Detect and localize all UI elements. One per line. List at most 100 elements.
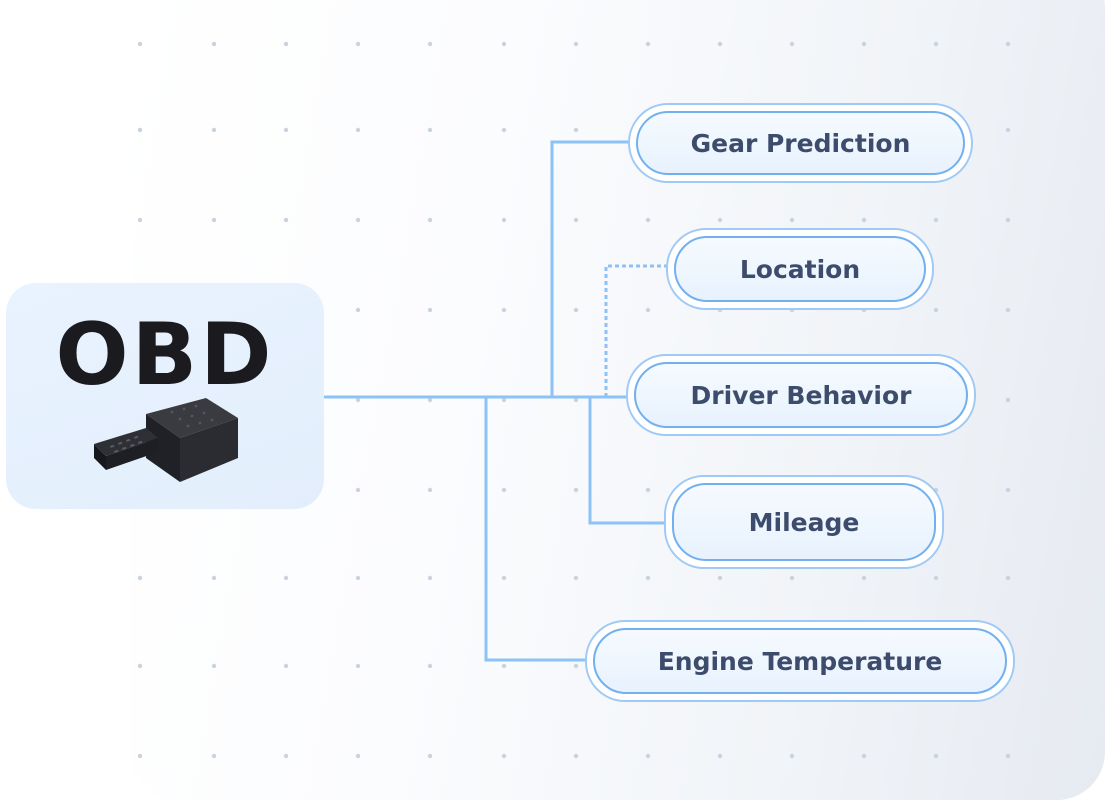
grid-dot bbox=[789, 753, 795, 759]
grid-dot bbox=[933, 217, 939, 223]
grid-dot bbox=[355, 41, 361, 47]
grid-dot bbox=[861, 41, 867, 47]
grid-dot bbox=[355, 663, 361, 669]
grid-dot bbox=[573, 575, 579, 581]
grid-dot bbox=[283, 41, 289, 47]
connector-location bbox=[604, 264, 668, 397]
grid-dot bbox=[427, 487, 433, 493]
output-label: Mileage bbox=[672, 483, 936, 561]
grid-dot bbox=[789, 41, 795, 47]
grid-dot bbox=[645, 487, 651, 493]
grid-dot bbox=[789, 575, 795, 581]
grid-dot bbox=[283, 127, 289, 133]
grid-dot bbox=[355, 307, 361, 313]
grid-dot bbox=[933, 307, 939, 313]
grid-dot bbox=[501, 41, 507, 47]
grid-dot bbox=[1005, 753, 1011, 759]
grid-dot bbox=[717, 217, 723, 223]
grid-dot bbox=[1005, 127, 1011, 133]
grid-dot bbox=[355, 127, 361, 133]
grid-dot bbox=[861, 575, 867, 581]
grid-dot bbox=[1005, 397, 1011, 403]
grid-dot bbox=[211, 217, 217, 223]
grid-dot bbox=[933, 575, 939, 581]
grid-dot bbox=[501, 307, 507, 313]
grid-dot bbox=[211, 127, 217, 133]
obd-title: OBD bbox=[55, 305, 275, 405]
output-label: Driver Behavior bbox=[634, 362, 968, 428]
output-mileage: Mileage bbox=[664, 475, 944, 569]
grid-dot bbox=[573, 487, 579, 493]
grid-dot bbox=[1005, 575, 1011, 581]
grid-dot bbox=[137, 127, 143, 133]
grid-dot bbox=[501, 217, 507, 223]
grid-dot bbox=[717, 753, 723, 759]
grid-dot bbox=[283, 663, 289, 669]
grid-dot bbox=[501, 397, 507, 403]
grid-dot bbox=[283, 753, 289, 759]
connector-mileage bbox=[588, 397, 666, 525]
grid-dot bbox=[573, 753, 579, 759]
grid-dot bbox=[283, 575, 289, 581]
grid-dot bbox=[861, 217, 867, 223]
output-label: Engine Temperature bbox=[593, 628, 1007, 694]
output-driver-behavior: Driver Behavior bbox=[626, 354, 976, 436]
connector-engine-temperature bbox=[484, 397, 587, 662]
obd-dongle-icon bbox=[94, 398, 238, 482]
output-location: Location bbox=[666, 228, 934, 310]
grid-dot bbox=[717, 575, 723, 581]
grid-dot bbox=[933, 41, 939, 47]
grid-dot bbox=[427, 575, 433, 581]
grid-dot bbox=[355, 753, 361, 759]
output-engine-temperature: Engine Temperature bbox=[585, 620, 1015, 702]
grid-dot bbox=[1005, 307, 1011, 313]
grid-dot bbox=[427, 127, 433, 133]
grid-dot bbox=[211, 753, 217, 759]
grid-dot bbox=[137, 217, 143, 223]
grid-dot bbox=[645, 575, 651, 581]
grid-dot bbox=[501, 487, 507, 493]
grid-dot bbox=[427, 41, 433, 47]
grid-dot bbox=[283, 217, 289, 223]
grid-dot bbox=[137, 753, 143, 759]
grid-dot bbox=[137, 41, 143, 47]
grid-dot bbox=[427, 397, 433, 403]
grid-dot bbox=[211, 575, 217, 581]
grid-dot bbox=[355, 397, 361, 403]
grid-dot bbox=[645, 217, 651, 223]
grid-dot bbox=[501, 127, 507, 133]
connector-lines bbox=[312, 140, 668, 662]
grid-dot bbox=[1005, 41, 1011, 47]
grid-dot bbox=[137, 575, 143, 581]
grid-dot bbox=[573, 397, 579, 403]
grid-dot bbox=[427, 217, 433, 223]
grid-dot bbox=[427, 307, 433, 313]
grid-dot bbox=[573, 41, 579, 47]
grid-dot bbox=[211, 41, 217, 47]
output-label: Gear Prediction bbox=[636, 111, 965, 175]
grid-dot bbox=[137, 663, 143, 669]
grid-dot bbox=[645, 307, 651, 313]
grid-dot bbox=[645, 753, 651, 759]
output-label: Location bbox=[674, 236, 926, 302]
dot-grid bbox=[137, 41, 1011, 759]
grid-dot bbox=[427, 753, 433, 759]
grid-dot bbox=[933, 753, 939, 759]
grid-dot bbox=[427, 663, 433, 669]
grid-dot bbox=[573, 307, 579, 313]
grid-dot bbox=[573, 217, 579, 223]
grid-dot bbox=[355, 575, 361, 581]
grid-dot bbox=[861, 753, 867, 759]
output-gear-prediction: Gear Prediction bbox=[628, 103, 973, 183]
grid-dot bbox=[501, 663, 507, 669]
grid-dot bbox=[573, 127, 579, 133]
grid-dot bbox=[717, 41, 723, 47]
grid-dot bbox=[1005, 217, 1011, 223]
grid-dot bbox=[573, 663, 579, 669]
grid-dot bbox=[789, 217, 795, 223]
grid-dot bbox=[501, 753, 507, 759]
grid-dot bbox=[645, 41, 651, 47]
grid-dot bbox=[501, 575, 507, 581]
